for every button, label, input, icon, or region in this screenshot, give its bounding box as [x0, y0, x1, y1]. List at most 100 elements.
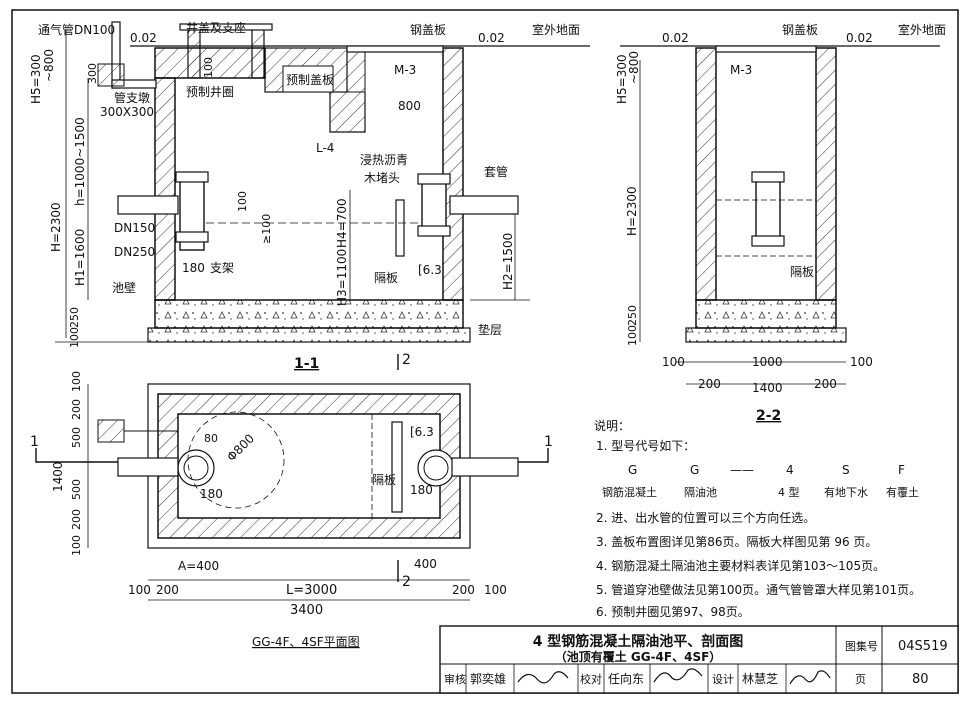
s22-m3: M-3: [730, 63, 752, 77]
outlet-pipe: [449, 195, 519, 215]
notes-block: 说明： 1. 型号代号如下： G G —— 4 S F 钢筋混凝土 隔油池 4 …: [594, 418, 921, 619]
page-label: 页: [855, 673, 866, 686]
label-dn150: DN150: [114, 221, 155, 235]
code-s: S: [842, 463, 850, 477]
plan-dim-100-bot: 100: [70, 535, 83, 556]
review-label: 审核: [444, 672, 466, 686]
design-label: 设计: [712, 673, 734, 686]
label-channel: [6.3: [418, 263, 442, 277]
s22-h5b: ~800: [627, 51, 641, 84]
s22-dim-1000: 1000: [752, 355, 783, 369]
label-steel-cover-left: 钢盖板: [410, 23, 446, 37]
partition-board: [395, 199, 405, 257]
label-dim-180: 180: [182, 261, 205, 275]
s22-elev-left: 0.02: [662, 31, 689, 45]
code-meaning-1: 钢筋混凝土: [602, 485, 657, 499]
label-m3: M-3: [394, 63, 416, 77]
code-meaning-3: 4 型: [778, 485, 800, 499]
s22-dim-100: 100: [626, 325, 639, 346]
note-4: 4. 钢筋混凝土隔油池主要材料表详见第103～105页。: [596, 558, 885, 573]
section-1-1: [55, 21, 590, 343]
plan-l-3000: L=3000: [286, 583, 337, 598]
note-6: 6. 预制井圈见第97、98页。: [596, 605, 750, 619]
checker-name: 任向东: [608, 671, 644, 686]
label-sleeve: 套管: [484, 164, 508, 179]
label-precast-ring: 预制井圈: [186, 85, 234, 99]
label-vent-pipe: 通气管DN100: [38, 22, 115, 37]
base-slab: [154, 299, 464, 329]
notes-heading: 说明：: [594, 418, 630, 433]
label-asphalt-1: 浸热沥青: [360, 153, 408, 167]
drawing-subtitle: （池顶有覆土 GG-4F、4SF）: [555, 649, 722, 664]
label-dim-gte100: ≥100: [260, 214, 273, 244]
plan-dim-500-a: 500: [70, 427, 83, 448]
label-h-total: H=2300: [49, 202, 63, 252]
outlet-tee: [421, 177, 447, 235]
plan-a-400: A=400: [178, 559, 219, 573]
s22-partition: 隔板: [790, 265, 814, 279]
label-bracket: 支架: [210, 261, 234, 275]
plan-dim-180-r: 180: [410, 483, 433, 497]
s22-dim-1400: 1400: [752, 381, 783, 395]
plan-cut-1-right: 1: [544, 434, 553, 450]
drawing-title: 4 型钢筋混凝土隔油池平、剖面图: [533, 633, 744, 650]
s22-h-total: H=2300: [625, 186, 639, 236]
inlet-pipe: [117, 195, 179, 215]
plan-dim-80: 80: [204, 432, 218, 445]
check-label: 校对: [580, 672, 602, 686]
plan-dim-400: 400: [414, 557, 437, 571]
checker-signature: [653, 668, 703, 683]
label-partition: 隔板: [374, 271, 398, 285]
s22-h5: H5=300: [615, 54, 629, 104]
top-slab: [154, 47, 266, 79]
label-elev-top-mid: 0.02: [478, 31, 505, 45]
code-dash: ——: [730, 463, 754, 477]
label-dn250: DN250: [114, 245, 155, 259]
reviewer-name: 郭奕雄: [470, 671, 506, 686]
note-5: 5. 管道穿池壁做法见第100页。通气管管罩大样见第101页。: [596, 582, 921, 597]
title-block: [439, 625, 959, 694]
label-cushion: 垫层: [478, 322, 502, 337]
s22-dim-100-l: 100: [662, 355, 685, 369]
label-well-cover: 井盖及支座: [186, 20, 246, 35]
page-number: 80: [912, 672, 929, 687]
plan-title: GG-4F、4SF平面图: [252, 635, 360, 649]
reviewer-signature: [517, 671, 569, 684]
label-dim-100-a: 100: [236, 191, 249, 212]
code-meaning-4: 有地下水: [824, 485, 868, 499]
label-l4: L-4: [316, 141, 334, 155]
label-elev-top-left: 0.02: [130, 31, 157, 45]
left-wall: [154, 77, 176, 301]
plan-dim-500-b: 500: [70, 479, 83, 500]
plan-cut-2-top: 2: [402, 352, 411, 368]
note-1: 1. 型号代号如下：: [596, 438, 695, 453]
plan-cut-1-left: 1: [30, 434, 39, 450]
plan-dim-200-r: 200: [452, 583, 475, 597]
label-dim-250: 250: [68, 307, 81, 328]
code-f: F: [898, 463, 905, 477]
label-h1: H1=1600: [73, 229, 87, 286]
plan-dim-1400: 1400: [51, 461, 65, 492]
plan-dim-3400: 3400: [290, 603, 323, 618]
plan-dim-200-l: 200: [156, 583, 179, 597]
plan-dim-200-a: 200: [70, 399, 83, 420]
label-h4: H4=700: [335, 198, 349, 248]
label-h-range: h=1000~1500: [73, 117, 87, 206]
plan-cut-2-bottom: 2: [402, 574, 411, 590]
plan-partition: 隔板: [372, 473, 396, 487]
code-4: 4: [786, 463, 794, 477]
label-pipe-pier-size: 300X300: [100, 105, 154, 119]
label-dim-800: 800: [398, 99, 421, 113]
label-precast-cover: 预制盖板: [286, 73, 334, 87]
plan-channel: [6.3: [410, 425, 434, 439]
plan-dim-100-top: 100: [70, 371, 83, 392]
code-meaning-2: 隔油池: [684, 485, 717, 499]
label-outdoor-ground-left: 室外地面: [532, 22, 580, 37]
well-cover: [179, 23, 273, 31]
s22-outdoor-ground: 室外地面: [898, 22, 946, 37]
label-dim-100-well: 100: [202, 57, 215, 78]
atlas-number: 04S519: [898, 639, 948, 654]
cushion-layer: [147, 327, 471, 343]
